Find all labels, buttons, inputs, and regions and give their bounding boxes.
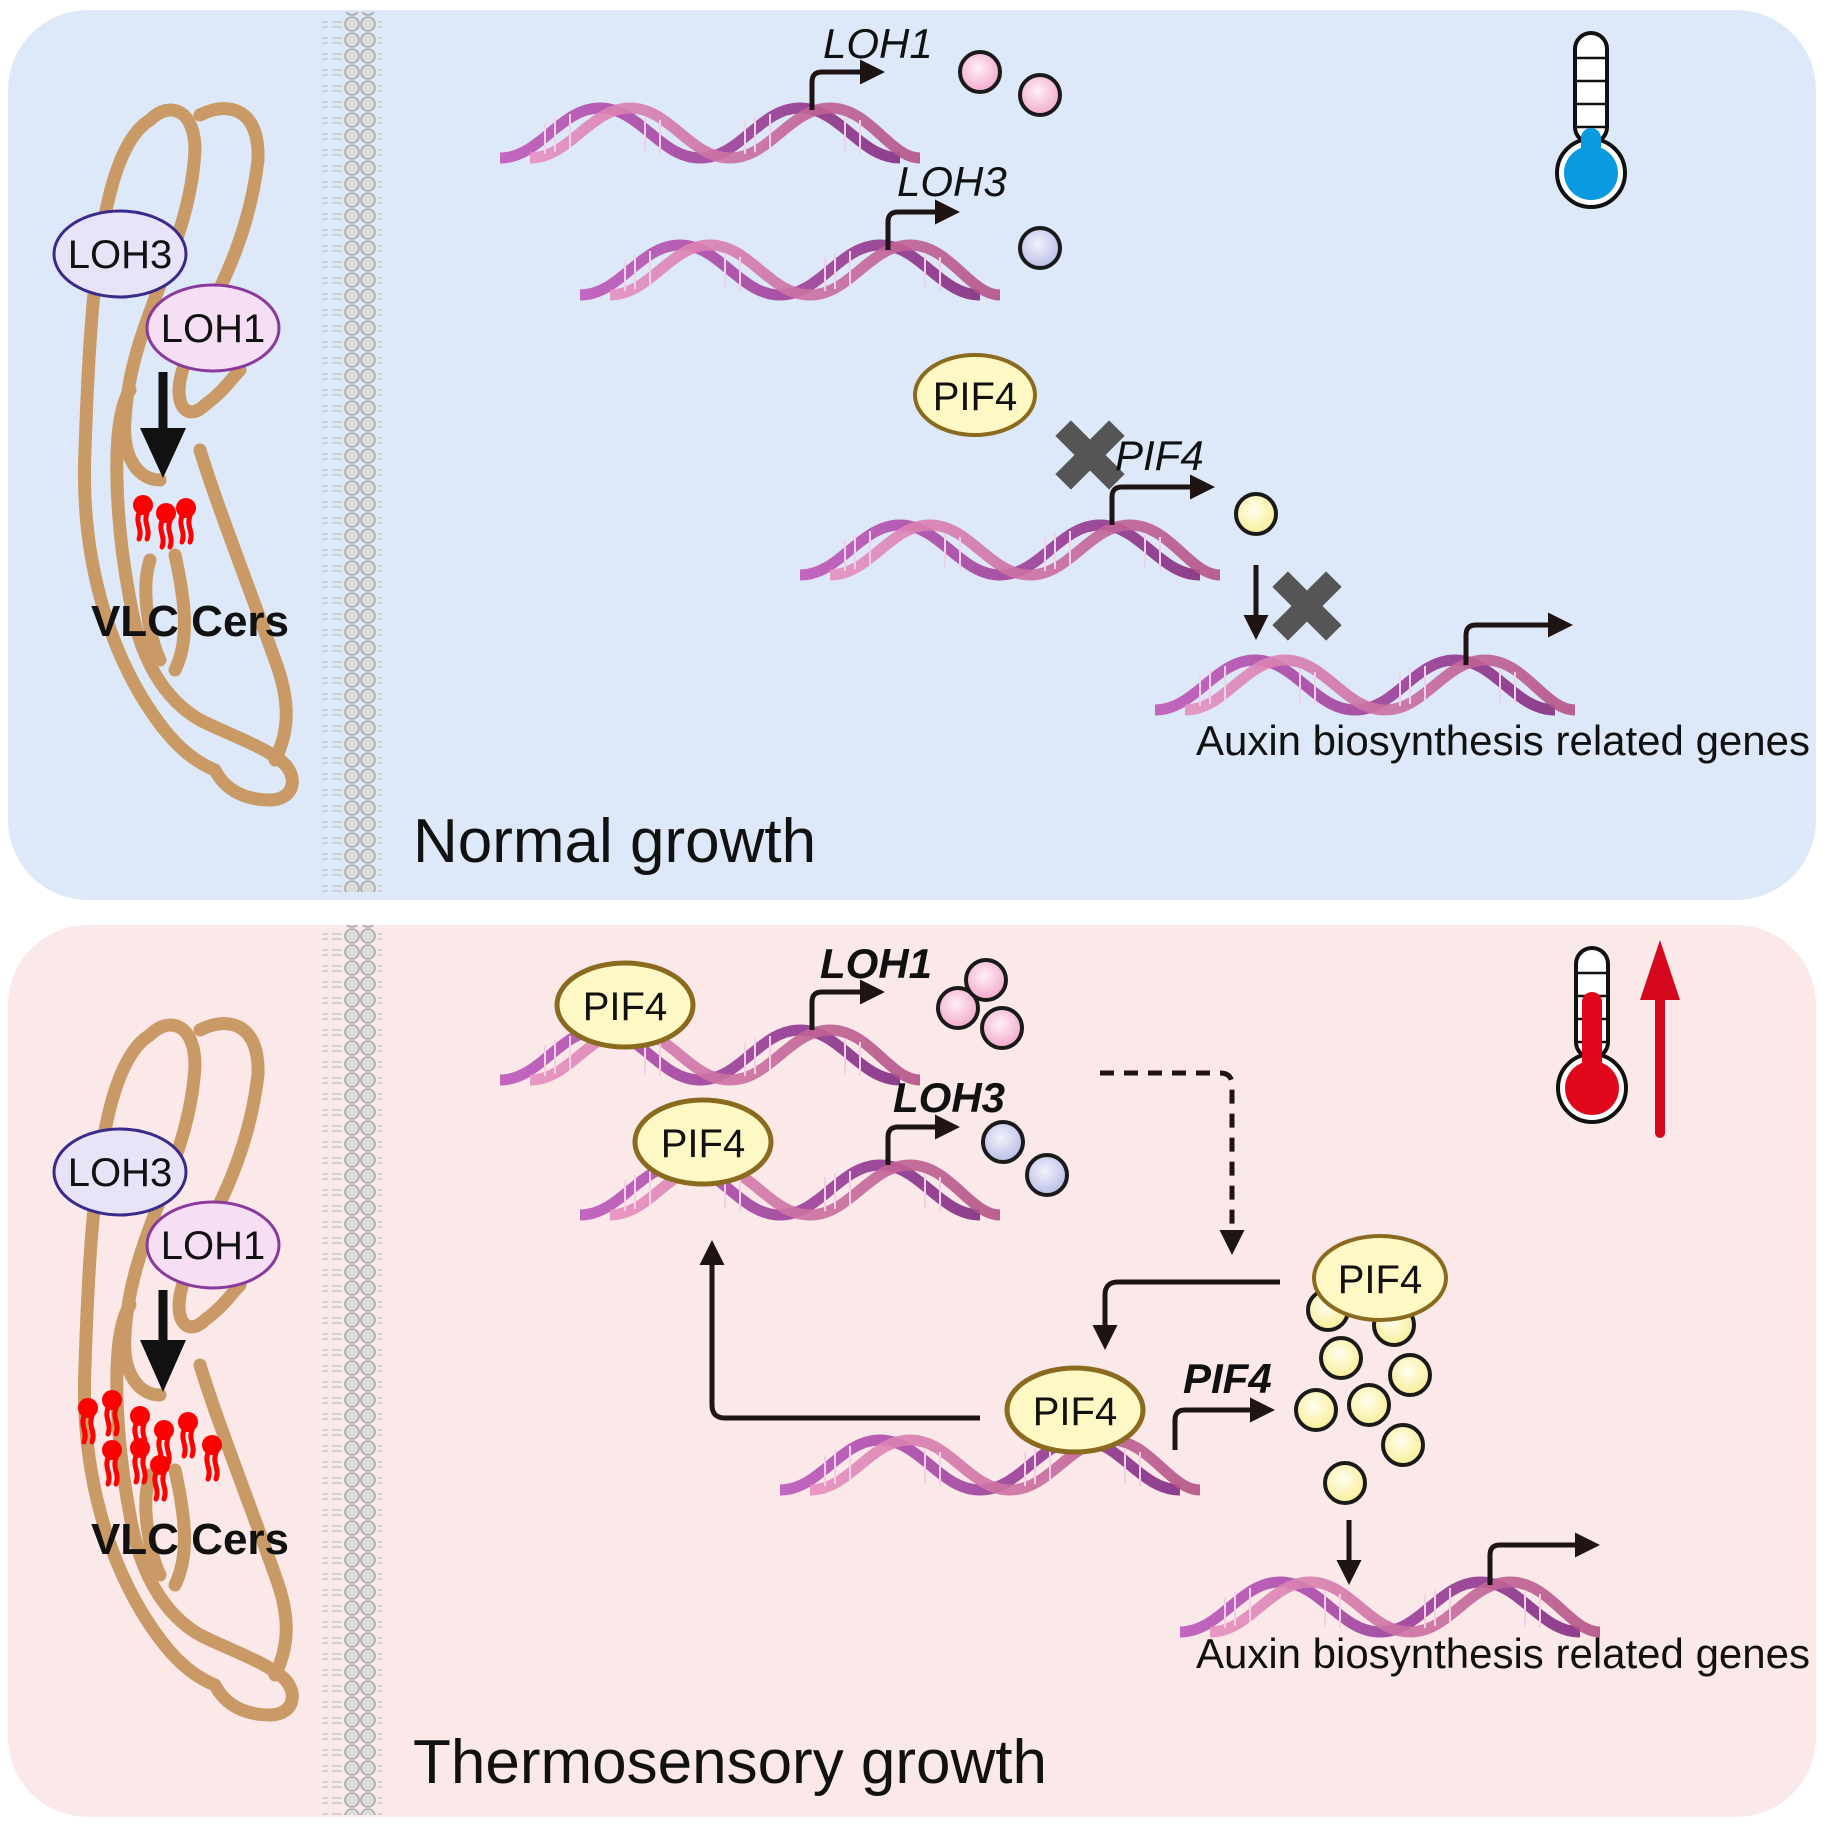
- pif4-protein-label: PIF4: [933, 375, 1017, 419]
- plasma-membrane: [322, 12, 382, 892]
- temperature-up-arrow-icon: [1640, 940, 1680, 1138]
- loh3-protein-label: LOH3: [68, 1151, 173, 1195]
- loh3-protein: LOH3: [52, 1127, 188, 1217]
- pif4-protein-label: PIF4: [583, 985, 667, 1029]
- loh3-product: [981, 1120, 1025, 1164]
- pif4-protein-cluster-label: PIF4: [1312, 1234, 1448, 1322]
- loh1-protein-label: LOH1: [161, 1224, 266, 1268]
- loh1-product: [980, 1006, 1024, 1050]
- gene-label-loh1: LOH1: [823, 20, 933, 67]
- dashed-feedback-arrow: [1100, 1070, 1245, 1255]
- vlc-cers-label: VLC Cers: [91, 1515, 289, 1564]
- feedback-arrow-to-pif4-gene: [1092, 1279, 1280, 1350]
- pif4-bound-loh1: PIF4: [554, 960, 696, 1050]
- vlc-cers-label: VLC Cers: [91, 597, 289, 646]
- gene-label-pif4: PIF4: [1115, 432, 1204, 479]
- pif4-protein-label: PIF4: [1338, 1258, 1422, 1302]
- tss-arrow-loh1: [809, 59, 885, 110]
- panel-normal-growth: LOH3 LOH1 VLC Cers LOH1 LOH3 PIF4: [8, 10, 1816, 900]
- loh1-protein: LOH1: [145, 1200, 281, 1290]
- loh3-protein: LOH3: [52, 209, 188, 299]
- auxin-genes-label: Auxin biosynthesis related genes: [1196, 717, 1810, 764]
- panel-thermo-background: [8, 925, 1816, 1817]
- loh3-protein-label: LOH3: [68, 233, 173, 277]
- loh1-product: [1018, 73, 1062, 117]
- panel-thermosensory-growth: LOH3 LOH1 VLC Cers PIF4 LOH1: [8, 925, 1816, 1817]
- gene-label-loh1: LOH1: [820, 940, 932, 987]
- thermometer-high-icon: [1556, 946, 1628, 1124]
- loh3-product: [1025, 1153, 1069, 1197]
- pif4-protein-label: PIF4: [1033, 1390, 1117, 1434]
- thermometer-normal-icon: [1555, 31, 1627, 209]
- pif4-protein-label: PIF4: [661, 1122, 745, 1166]
- tss-arrow-pif4: [1172, 1397, 1275, 1450]
- loh1-product: [958, 50, 1002, 94]
- pif4-bound-loh3: PIF4: [632, 1097, 774, 1187]
- feedback-arrow-to-loh-genes: [699, 1240, 980, 1421]
- loh1-product: [936, 986, 980, 1030]
- gene-label-loh3: LOH3: [893, 1074, 1005, 1121]
- panel-normal-background: [8, 10, 1816, 900]
- loh3-product: [1018, 226, 1062, 270]
- loh1-product: [964, 958, 1008, 1002]
- tss-arrow-auxin: [1487, 1532, 1600, 1585]
- block-x-icon: [1055, 420, 1125, 490]
- tss-arrow-loh1: [809, 979, 885, 1030]
- tss-arrow-loh3: [885, 1114, 960, 1165]
- tss-arrow-loh3: [885, 199, 960, 250]
- block-x-icon: [1272, 571, 1342, 641]
- panel-title-thermo: Thermosensory growth: [413, 1728, 1047, 1797]
- synthesis-arrow: [140, 1290, 186, 1392]
- gene-label-loh3: LOH3: [897, 158, 1007, 205]
- loh1-protein: LOH1: [145, 283, 281, 373]
- synthesis-arrow: [140, 372, 186, 478]
- pif4-protein-free: PIF4: [913, 353, 1037, 437]
- auxin-genes-label: Auxin biosynthesis related genes: [1196, 1630, 1810, 1677]
- loh1-protein-label: LOH1: [161, 307, 266, 351]
- gene-label-pif4: PIF4: [1183, 1355, 1272, 1402]
- pif4-product: [1234, 492, 1278, 536]
- tss-arrow-pif4: [1109, 474, 1215, 525]
- plasma-membrane: [322, 925, 382, 1815]
- panel-title-normal: Normal growth: [413, 807, 816, 876]
- tss-arrow-auxin: [1463, 612, 1573, 665]
- pif4-bound-pif4-gene: PIF4: [1004, 1365, 1146, 1455]
